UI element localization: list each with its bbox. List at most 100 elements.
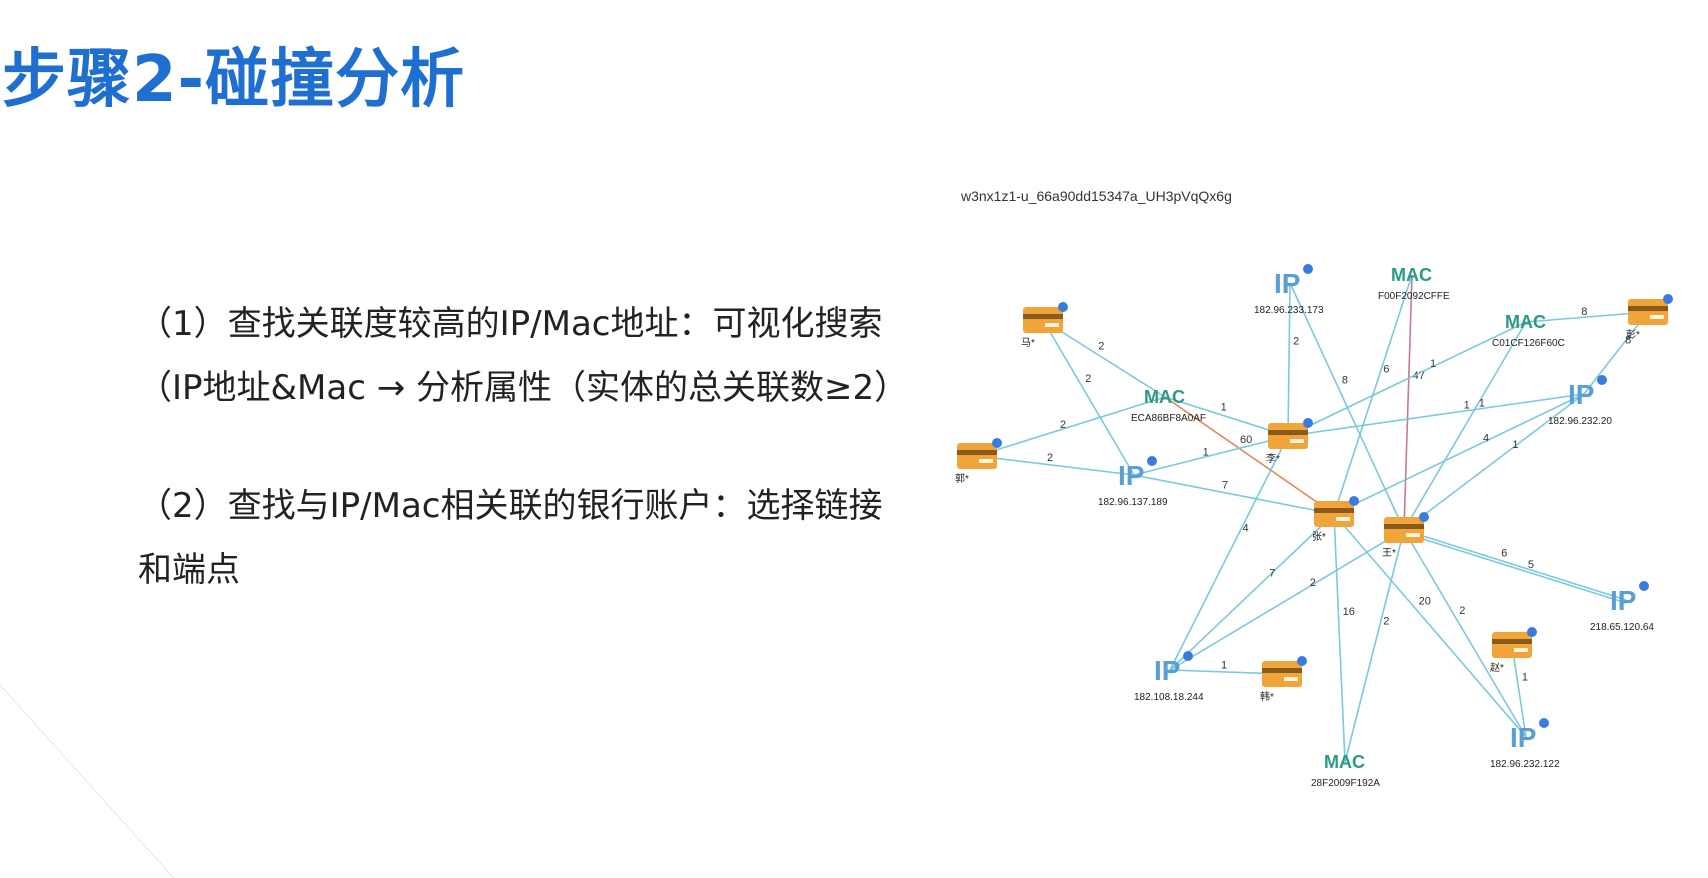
node-label: 182.96.232.122 [1490, 759, 1560, 770]
edge-weight-label: 8 [1625, 334, 1631, 346]
node-label: 马* [1021, 337, 1035, 349]
node-label: 彭* [1626, 328, 1640, 341]
edge-mac2-li[interactable] [1287, 321, 1527, 437]
edge-weight-label: 47 [1413, 370, 1425, 382]
edge-wang-ip4[interactable] [1403, 529, 1627, 601]
edge-zhang-mac4[interactable] [1333, 513, 1346, 763]
edge-zhao-ip6[interactable] [1511, 644, 1527, 738]
edge-weight-label: 4 [1483, 432, 1489, 444]
node-ip2[interactable]: IP 182.96.137.189 [1098, 456, 1168, 508]
edge-ip1-wang[interactable] [1289, 282, 1405, 531]
edge-zhang-ip5[interactable] [1169, 513, 1335, 671]
bullet-item-1: （1）查找关联度较高的IP/Mac地址：可视化搜索（IP地址&Mac → 分析属… [138, 304, 909, 408]
selected-badge-icon [1349, 496, 1359, 506]
edge-li-ip5[interactable] [1169, 435, 1289, 671]
edge-wang-ip4[interactable] [1403, 532, 1627, 604]
edge-wang-ip5[interactable] [1169, 529, 1405, 671]
edge-ip3-zhang[interactable] [1333, 393, 1585, 515]
mac-icon: MAC [1324, 752, 1365, 772]
edge-weight-label: 2 [1310, 577, 1316, 589]
ip-icon: IP [1118, 460, 1144, 491]
edge-weight-label: 60 [1240, 434, 1252, 446]
edge-ip2-li[interactable] [1133, 435, 1289, 476]
edge-mac2-wang[interactable] [1403, 321, 1527, 531]
node-zhao[interactable]: 赵* [1490, 627, 1537, 674]
edge-weight-label: 2 [1047, 452, 1053, 464]
edge-peng-ip3[interactable] [1583, 311, 1649, 395]
edge-wang-mac4[interactable] [1344, 529, 1405, 763]
edge-ma-mac3[interactable] [1042, 319, 1166, 398]
node-han[interactable]: 韩* [1260, 656, 1307, 703]
node-label: 赵* [1490, 661, 1504, 674]
edge-zhang-ip6[interactable] [1333, 513, 1527, 738]
edge-weight-label: 7 [1222, 479, 1228, 491]
node-label: 郭* [955, 472, 969, 485]
node-label: 李* [1266, 452, 1280, 465]
edge-weight-label: 1 [1430, 358, 1436, 370]
ip-icon: IP [1568, 379, 1594, 410]
edge-weight-label: 16 [1343, 606, 1355, 618]
edge-weight-label: 2 [1060, 419, 1066, 431]
node-zhang[interactable]: 张* [1312, 496, 1359, 543]
slide-title: 步骤2-碰撞分析 [2, 43, 466, 117]
edge-ip3-wang[interactable] [1403, 393, 1585, 531]
edge-weight-label: 8 [1342, 375, 1348, 387]
bank-card-icon [957, 438, 1002, 469]
node-mac1[interactable]: MAC F00F2092CFFE [1378, 265, 1450, 302]
edge-guo-ip2[interactable] [976, 455, 1135, 476]
node-mac4[interactable]: MAC 28F2009F192A [1311, 752, 1380, 789]
edge-weight-label: 1 [1479, 397, 1485, 409]
edge-mac1-wang[interactable] [1403, 274, 1413, 531]
edge-weight-label: 1 [1464, 400, 1470, 412]
edge-weight-label: 1 [1512, 439, 1518, 451]
edge-weight-label: 20 [1419, 596, 1431, 608]
selected-badge-icon [1058, 302, 1068, 312]
node-label: C01CF126F60C [1492, 338, 1565, 349]
ip-icon: IP [1610, 585, 1636, 616]
node-peng[interactable]: 彭* [1626, 294, 1673, 341]
edge-weight-label: 5 [1528, 559, 1534, 571]
node-li[interactable]: 李* [1266, 418, 1313, 465]
edge-guo-mac3[interactable] [976, 396, 1166, 457]
selected-badge-icon [1663, 294, 1673, 304]
edge-mac3-li[interactable] [1164, 396, 1289, 437]
node-label: F00F2092CFFE [1378, 291, 1450, 302]
edge-ip3-li[interactable] [1287, 393, 1585, 437]
node-ip4[interactable]: IP 218.65.120.64 [1590, 581, 1654, 633]
bank-card-icon [1262, 656, 1307, 687]
node-label: 218.65.120.64 [1590, 622, 1654, 633]
node-ma[interactable]: 马* [1021, 302, 1068, 349]
selected-badge-icon [1419, 512, 1429, 522]
edge-mac3-zhang[interactable] [1164, 396, 1335, 515]
edge-wang-ip6[interactable] [1403, 529, 1527, 738]
node-label: 28F2009F192A [1311, 778, 1380, 789]
bank-card-icon [1314, 496, 1359, 527]
node-guo[interactable]: 郭* [955, 438, 1002, 485]
edge-ip2-zhang[interactable] [1133, 474, 1335, 515]
image-id-caption: w3nx1z1-u_66a90dd15347a_UH3pVqQx6g [961, 188, 1232, 204]
edge-ma-ip2[interactable] [1042, 319, 1135, 476]
bullet-item-2: （2）查找与IP/Mac相关联的银行账户：选择链接和端点 [138, 486, 883, 590]
selected-badge-icon [1527, 627, 1537, 637]
edge-mac2-peng[interactable] [1525, 311, 1649, 323]
ip-icon: IP [1274, 268, 1300, 299]
edge-weight-label: 7 [1269, 568, 1275, 580]
node-label: 182.108.18.244 [1134, 692, 1204, 703]
edge-weight-label: 1 [1221, 660, 1227, 672]
node-wang[interactable]: 王* [1382, 512, 1429, 559]
mac-icon: MAC [1391, 265, 1432, 285]
selected-badge-icon [1597, 375, 1607, 385]
edge-weight-label: 2 [1383, 615, 1389, 627]
edge-ip1-li[interactable] [1287, 282, 1291, 437]
edge-weight-label: 4 [1242, 522, 1248, 534]
node-label: 182.96.137.189 [1098, 497, 1168, 508]
selected-badge-icon [1183, 651, 1193, 661]
edge-weight-label: 6 [1383, 363, 1389, 375]
